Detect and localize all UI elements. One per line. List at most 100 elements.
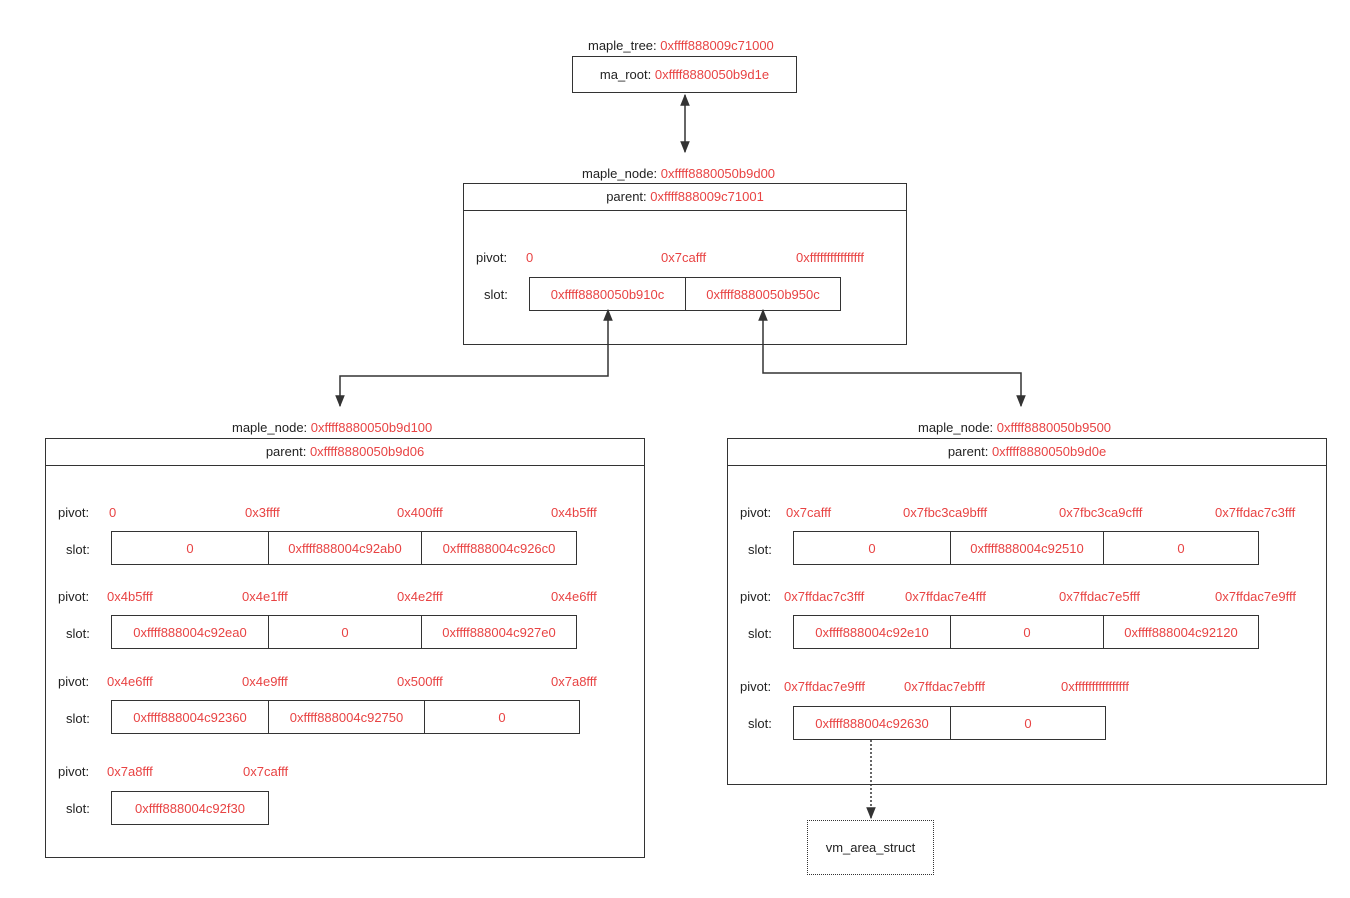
pivot-label: pivot: <box>58 674 90 689</box>
slot-cell: 0xffff888004c92e10 <box>815 624 929 640</box>
pivot-value: 0x4e6fff <box>551 589 597 604</box>
root-pivot-value: 0 <box>526 250 534 265</box>
slot-row: 0xffff888004c92630 0 <box>793 706 1106 740</box>
ma-root-label: ma_root: <box>599 67 652 82</box>
slot-row: 0 0xffff888004c92510 0 <box>793 531 1259 565</box>
pivot-label: pivot: <box>740 589 772 604</box>
root-slot-row: 0xffff8880050b910c 0xffff8880050b950c <box>529 277 841 311</box>
root-slot-label: slot: <box>484 287 508 302</box>
slot-label: slot: <box>748 716 772 731</box>
pivot-value: 0x4e2fff <box>397 589 443 604</box>
pivot-value: 0x3ffff <box>245 505 280 520</box>
slot-label: slot: <box>66 801 90 816</box>
slot-cell: 0xffff888004c927e0 <box>421 616 576 648</box>
pivot-label: pivot: <box>58 764 90 779</box>
root-parent-address: 0xffff888009c71001 <box>650 189 764 204</box>
left-parent-label: parent: <box>265 444 307 459</box>
slot-label: slot: <box>66 626 90 641</box>
pivot-value: 0x7cafff <box>786 505 832 520</box>
slot-cell: 0xffff888004c92510 <box>950 532 1103 564</box>
slot-label: slot: <box>66 542 90 557</box>
slot-cell: 0 <box>424 701 579 733</box>
root-node-parent: parent: 0xffff888009c71001 <box>464 184 906 211</box>
pivot-value: 0x7cafff <box>243 764 289 779</box>
slot-cell: 0xffff888004c92ea0 <box>133 624 247 640</box>
root-node-title: maple_node: 0xffff8880050b9d00 <box>582 166 775 182</box>
root-node-address: 0xffff8880050b9d00 <box>660 166 776 181</box>
right-child-arrow <box>758 308 1026 408</box>
slot-cell: 0xffff888004c92630 <box>815 715 929 731</box>
maple-tree-box: ma_root: 0xffff8880050b9d1e <box>572 56 797 93</box>
pivot-value: 0x7ffdac7c3fff <box>784 589 865 604</box>
slot-cell: 0xffff888004c92360 <box>133 709 247 725</box>
maple-tree-title: maple_tree: 0xffff888009c71000 <box>588 38 774 54</box>
slot-row: 0xffff888004c92ea0 0 0xffff888004c927e0 <box>111 615 577 649</box>
pivot-value: 0x4b5fff <box>551 505 597 520</box>
pivot-label: pivot: <box>58 589 90 604</box>
right-node-title: maple_node: 0xffff8880050b9500 <box>918 420 1111 436</box>
pivot-value: 0x7ffdac7e9fff <box>1215 589 1296 604</box>
pivot-value: 0xffffffffffffffff <box>1061 679 1129 694</box>
left-node-box: parent: 0xffff8880050b9d06 pivot: 0 0x3f… <box>45 438 645 858</box>
left-node-parent: parent: 0xffff8880050b9d06 <box>46 439 644 466</box>
root-pivot-value: 0x7cafff <box>661 250 707 265</box>
pivot-label: pivot: <box>740 679 772 694</box>
slot-cell: 0xffff888004c926c0 <box>421 532 576 564</box>
root-node-label: maple_node: <box>582 166 658 181</box>
ma-root-address: 0xffff8880050b9d1e <box>654 67 770 82</box>
left-node-title: maple_node: 0xffff8880050b9d100 <box>232 420 432 436</box>
slot-cell: 0xffff8880050b950c <box>685 278 840 310</box>
pivot-value: 0x4e9fff <box>242 674 288 689</box>
vm-area-struct-box: vm_area_struct <box>807 820 934 875</box>
slot-cell: 0 <box>950 707 1105 739</box>
pivot-value: 0x4e1fff <box>242 589 288 604</box>
pivot-value: 0x400fff <box>397 505 443 520</box>
root-pivot-value: 0xffffffffffffffff <box>796 250 864 265</box>
slot-row: 0xffff888004c92360 0xffff888004c92750 0 <box>111 700 580 734</box>
slot-cell: 0xffff8880050b910c <box>550 286 665 302</box>
right-node-address: 0xffff8880050b9500 <box>996 420 1112 435</box>
pivot-value: 0x7ffdac7e9fff <box>784 679 865 694</box>
pivot-value: 0x4b5fff <box>107 589 153 604</box>
slot-cell: 0 <box>186 540 194 556</box>
slot-label: slot: <box>66 711 90 726</box>
pivot-value: 0x7a8fff <box>551 674 597 689</box>
left-node-address: 0xffff8880050b9d100 <box>310 420 433 435</box>
slot-row: 0xffff888004c92f30 <box>111 791 269 825</box>
right-node-parent: parent: 0xffff8880050b9d0e <box>728 439 1326 466</box>
pivot-value: 0x7fbc3ca9bfff <box>903 505 988 520</box>
slot-cell: 0xffff888004c92f30 <box>135 800 245 816</box>
pivot-value: 0x7ffdac7ebfff <box>904 679 985 694</box>
slot-row: 0xffff888004c92e10 0 0xffff888004c92120 <box>793 615 1259 649</box>
slot-label: slot: <box>748 542 772 557</box>
slot-cell: 0xffff888004c92120 <box>1103 616 1258 648</box>
right-parent-address: 0xffff8880050b9d0e <box>991 444 1107 459</box>
vm-area-struct-label: vm_area_struct <box>825 840 916 855</box>
left-parent-address: 0xffff8880050b9d06 <box>309 444 425 459</box>
pivot-value: 0x7a8fff <box>107 764 153 779</box>
pivot-value: 0x7fbc3ca9cfff <box>1059 505 1143 520</box>
slot-cell: 0xffff888004c92ab0 <box>268 532 421 564</box>
slot-row: 0 0xffff888004c92ab0 0xffff888004c926c0 <box>111 531 577 565</box>
root-node-box: parent: 0xffff888009c71001 pivot: 0 0x7c… <box>463 183 907 345</box>
slot-cell: 0 <box>950 616 1103 648</box>
ma-root-field: ma_root: 0xffff8880050b9d1e <box>573 67 796 83</box>
right-node-box: parent: 0xffff8880050b9d0e pivot: 0x7caf… <box>727 438 1327 785</box>
pivot-value: 0x7ffdac7e5fff <box>1059 589 1140 604</box>
left-node-label: maple_node: <box>232 420 308 435</box>
pivot-value: 0 <box>109 505 117 520</box>
pivot-value: 0x4e6fff <box>107 674 153 689</box>
left-child-arrow <box>335 308 613 408</box>
slot-label: slot: <box>748 626 772 641</box>
right-node-label: maple_node: <box>918 420 994 435</box>
maple-tree-address: 0xffff888009c71000 <box>660 38 774 53</box>
maple-tree-label: maple_tree: <box>588 38 657 53</box>
root-parent-label: parent: <box>606 189 647 204</box>
pivot-label: pivot: <box>58 505 90 520</box>
slot-cell: 0xffff888004c92750 <box>268 701 424 733</box>
pivot-value: 0x7ffdac7c3fff <box>1215 505 1296 520</box>
pivot-value: 0x500fff <box>397 674 443 689</box>
slot-cell: 0 <box>1103 532 1258 564</box>
pivot-label: pivot: <box>740 505 772 520</box>
